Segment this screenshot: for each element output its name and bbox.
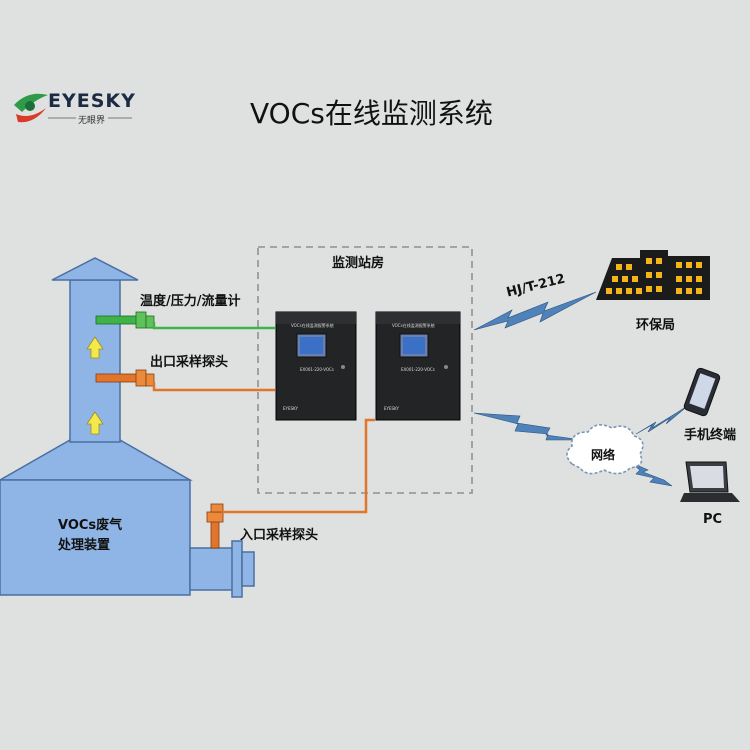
outlet-sample-line bbox=[152, 382, 275, 392]
pc-label: PC bbox=[703, 512, 723, 527]
inlet-probe-label: 入口采样探头 bbox=[240, 528, 319, 543]
outlet-probe bbox=[95, 369, 155, 387]
wireless-link-pc-icon bbox=[629, 461, 673, 487]
network-cloud-icon bbox=[566, 424, 644, 475]
treatment-label-line2: 处理装置 bbox=[58, 538, 111, 553]
sensor-probe bbox=[95, 311, 155, 329]
page-title: VOCs在线监测系统 bbox=[250, 97, 493, 130]
laptop-icon bbox=[680, 461, 740, 502]
cabinet-2-logo: EYESKY bbox=[384, 406, 399, 411]
eyesky-logo-icon bbox=[14, 93, 48, 123]
inlet-duct bbox=[189, 540, 255, 598]
treatment-unit bbox=[0, 439, 193, 596]
wireless-link-mobile-icon bbox=[635, 403, 691, 435]
outlet-probe-label: 出口采样探头 bbox=[150, 355, 229, 370]
epa-building-icon bbox=[596, 250, 710, 300]
sensor-signal-line bbox=[152, 322, 275, 330]
treatment-label-line1: VOCs废气 bbox=[58, 518, 123, 533]
mobile-phone-icon bbox=[683, 367, 721, 417]
wireless-link-network-icon bbox=[473, 412, 584, 441]
inlet-probe bbox=[206, 503, 224, 549]
cabinet-1-logo: EYESKY bbox=[283, 406, 298, 411]
flow-arrow-up-icon bbox=[86, 411, 104, 435]
sensor-label: 温度/压力/流量计 bbox=[140, 294, 241, 309]
mobile-label: 手机终端 bbox=[684, 428, 737, 443]
inlet-sample-line bbox=[222, 418, 375, 514]
brand-name: EYESKY bbox=[48, 90, 136, 112]
analyzer-cabinet-2 bbox=[375, 311, 461, 421]
cabinet-2-model: EX001-220-VOCs bbox=[401, 367, 435, 372]
network-label: 网络 bbox=[591, 448, 616, 462]
cabinet-1-model: EX001-220-VOCs bbox=[300, 367, 334, 372]
epa-label: 环保局 bbox=[636, 318, 676, 333]
cabinet-2-header: VOCs在线监测报警系统 bbox=[392, 323, 435, 328]
station-label: 监测站房 bbox=[332, 256, 385, 271]
flow-arrow-up-icon bbox=[86, 336, 104, 359]
brand-subtitle: 无眼界 bbox=[78, 116, 106, 126]
analyzer-cabinet-1 bbox=[275, 311, 357, 421]
cabinet-1-header: VOCs在线监测报警系统 bbox=[291, 323, 334, 328]
wireless-link-epa-icon bbox=[473, 291, 597, 331]
